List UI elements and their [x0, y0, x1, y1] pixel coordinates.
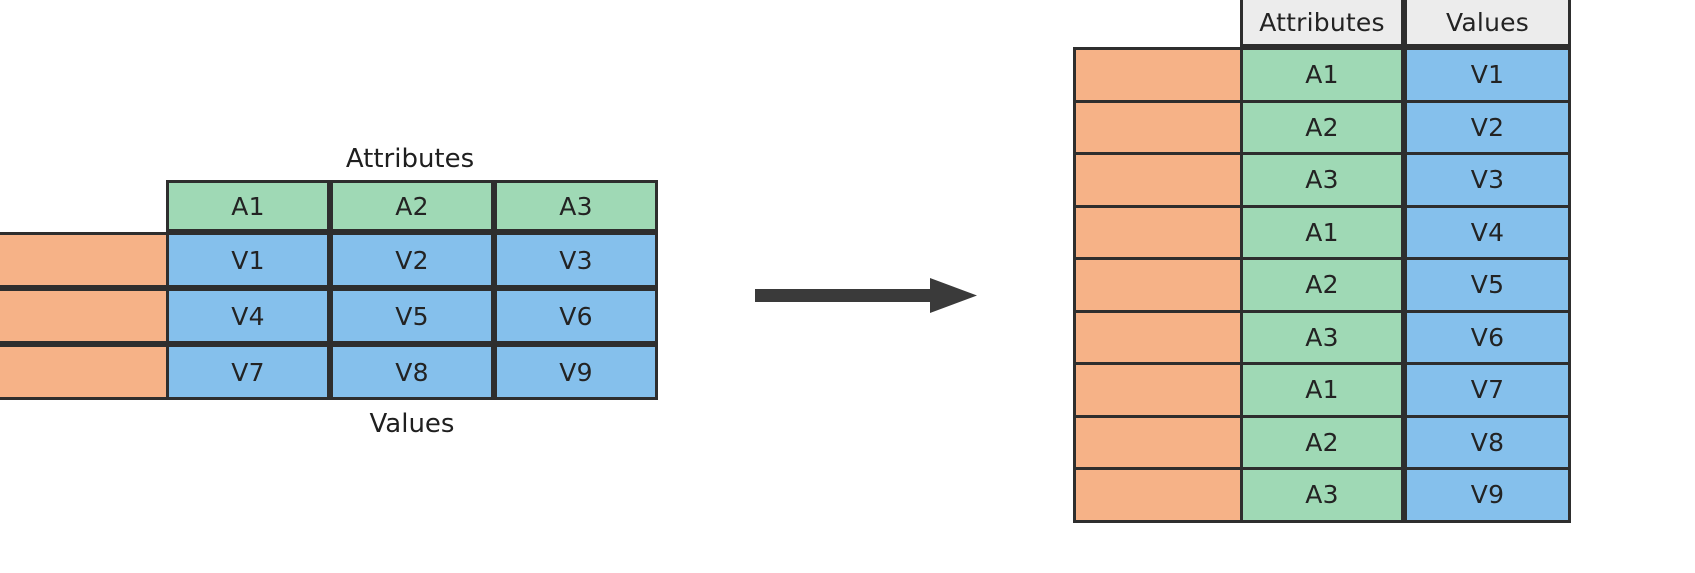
result-header-values: Values [1404, 0, 1571, 47]
source-id-cell [0, 344, 178, 400]
source-id-cell [0, 232, 178, 288]
source-values-caption: Values [369, 409, 455, 439]
source-value-cell: V6 [494, 288, 658, 344]
source-value-cell: V2 [330, 232, 494, 288]
result-attribute-cell: A2 [1240, 257, 1404, 313]
result-attribute-cell: A3 [1240, 309, 1404, 365]
result-value-cell: V1 [1404, 47, 1571, 103]
source-attributes-caption: Attributes [345, 144, 475, 174]
source-attribute-header-cell: A1 [166, 180, 330, 232]
source-value-cell: V3 [494, 232, 658, 288]
source-value-cell: V7 [166, 344, 330, 400]
result-id-cell [1073, 47, 1243, 103]
result-attribute-cell: A3 [1240, 467, 1404, 523]
arrow-head-icon [930, 278, 977, 313]
source-value-cell: V4 [166, 288, 330, 344]
result-id-cell [1073, 309, 1243, 365]
result-attribute-cell: A2 [1240, 414, 1404, 470]
source-id-cell [0, 288, 178, 344]
result-id-cell [1073, 467, 1243, 523]
result-value-cell: V4 [1404, 204, 1571, 260]
source-value-cell: V9 [494, 344, 658, 400]
result-id-cell [1073, 99, 1243, 155]
result-id-cell [1073, 257, 1243, 313]
result-attribute-cell: A1 [1240, 362, 1404, 418]
result-value-cell: V6 [1404, 309, 1571, 365]
result-value-cell: V8 [1404, 414, 1571, 470]
result-id-cell [1073, 204, 1243, 260]
source-value-cell: V1 [166, 232, 330, 288]
source-attribute-header-cell: A3 [494, 180, 658, 232]
result-value-cell: V2 [1404, 99, 1571, 155]
result-id-cell [1073, 152, 1243, 208]
source-value-cell: V5 [330, 288, 494, 344]
result-header-attributes: Attributes [1240, 0, 1404, 47]
result-attribute-cell: A1 [1240, 204, 1404, 260]
result-id-cell [1073, 414, 1243, 470]
result-value-cell: V5 [1404, 257, 1571, 313]
result-value-cell: V7 [1404, 362, 1571, 418]
result-attribute-cell: A2 [1240, 99, 1404, 155]
result-id-cell [1073, 362, 1243, 418]
arrow-shaft-icon [755, 289, 935, 302]
result-attribute-cell: A3 [1240, 152, 1404, 208]
transform-arrow [755, 276, 980, 316]
source-attribute-header-cell: A2 [330, 180, 494, 232]
result-value-cell: V9 [1404, 467, 1571, 523]
result-attribute-cell: A1 [1240, 47, 1404, 103]
result-value-cell: V3 [1404, 152, 1571, 208]
source-value-cell: V8 [330, 344, 494, 400]
